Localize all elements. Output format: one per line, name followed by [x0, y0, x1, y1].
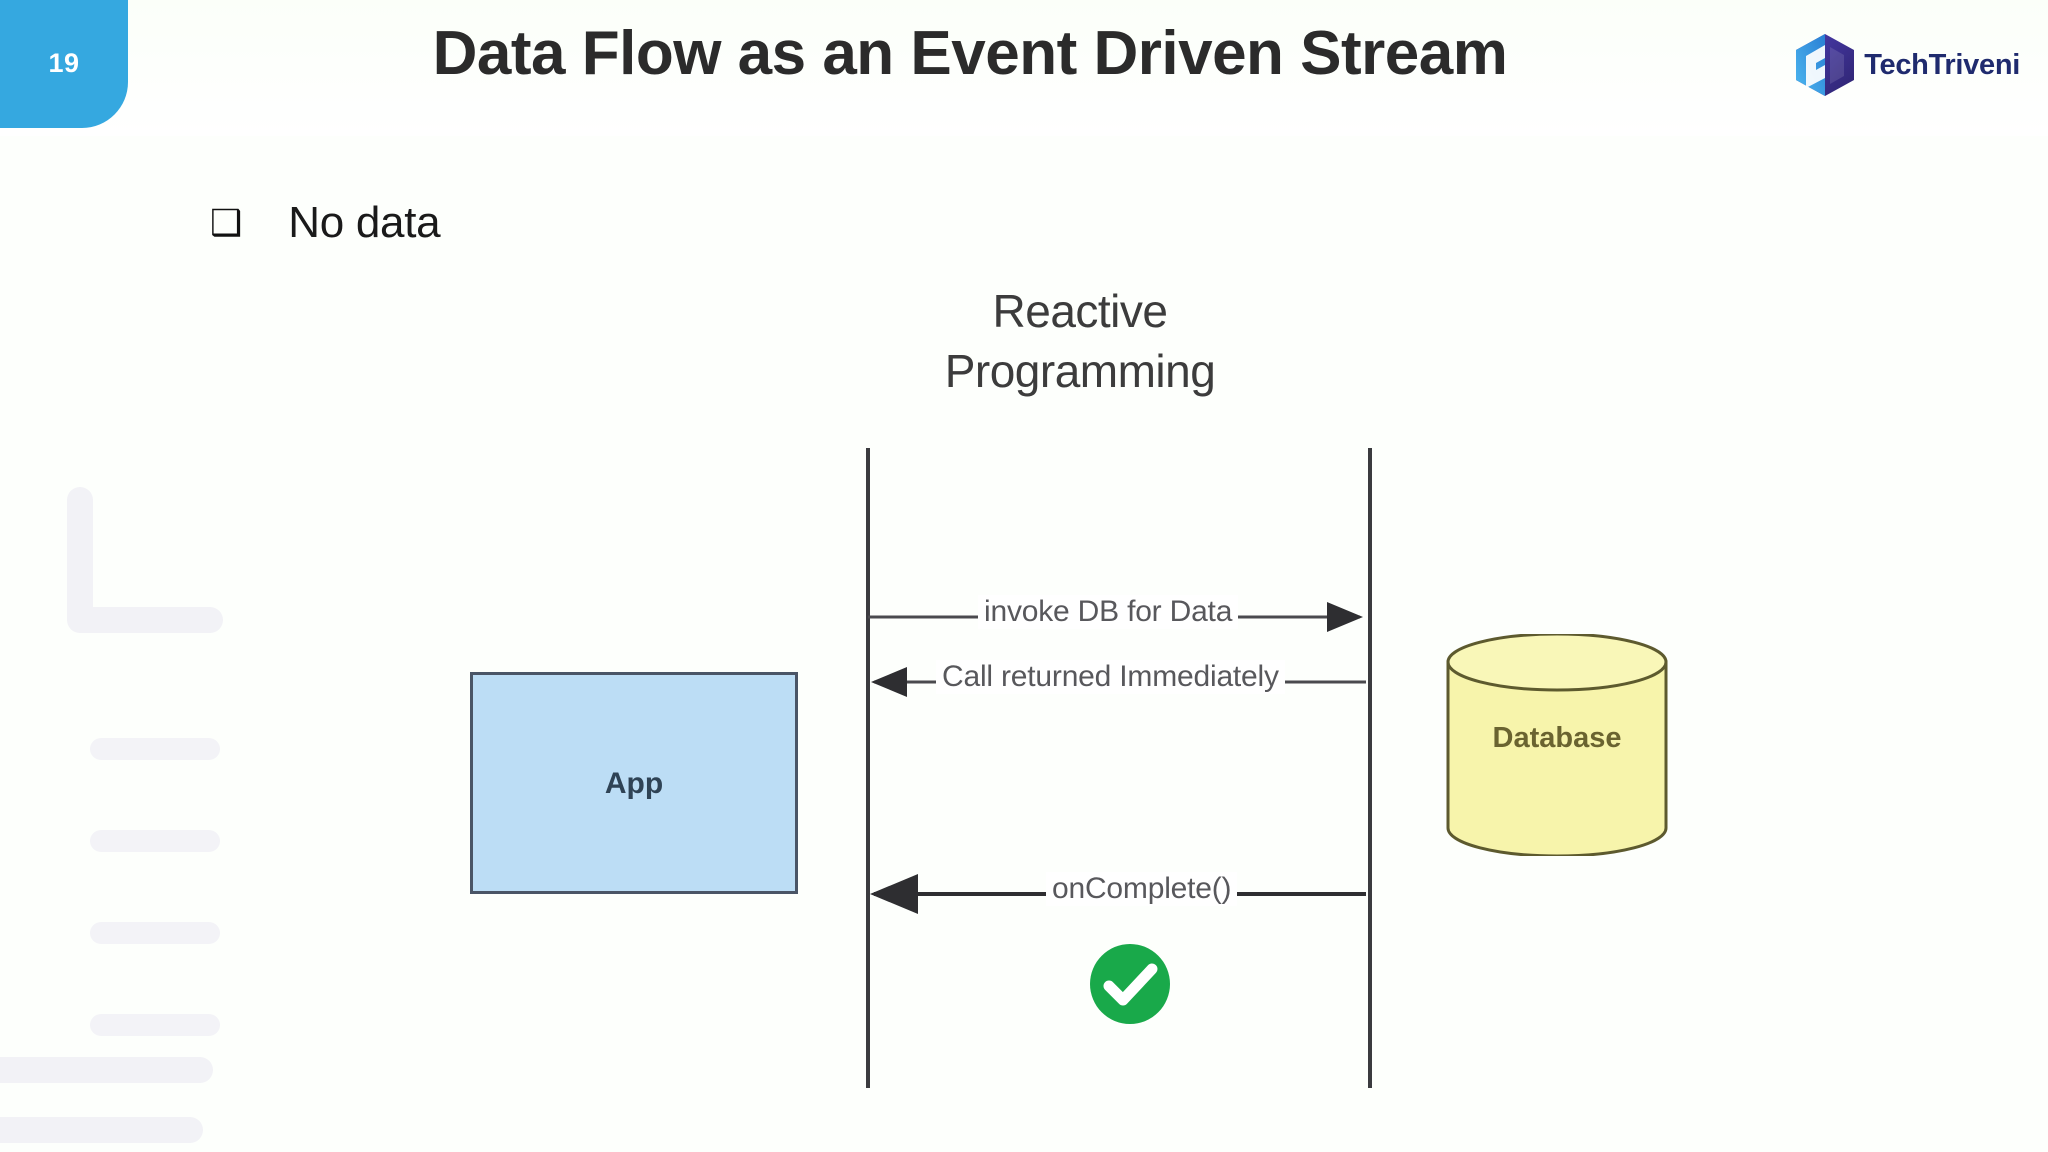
database-cylinder-icon [1446, 632, 1668, 858]
header-band [0, 0, 2048, 136]
brand-name-second: Triveni [1928, 48, 2021, 81]
slide-number-label: 19 [48, 48, 80, 78]
lifeline-app [866, 448, 870, 1088]
brand-logo-text: TechTriveni [1864, 49, 2020, 82]
bullet-square-icon: ❑ [210, 202, 243, 243]
bullet-item-no-data: ❑ No data [210, 198, 441, 248]
message-label-call-returned: Call returned Immediately [936, 660, 1285, 694]
bullet-item-label: No data [288, 198, 441, 247]
diagram-title: Reactive Programming [880, 288, 1280, 394]
techtriveni-hexagon-logo-icon [1796, 34, 1855, 96]
brand-name-first: Tech [1864, 48, 1929, 81]
app-actor-box: App [470, 672, 798, 894]
brand-logo: TechTriveni [1794, 28, 2020, 102]
diagram-title-line2: Programming [944, 345, 1216, 397]
message-label-oncomplete: onComplete() [1046, 872, 1238, 906]
app-actor-label: App [604, 767, 664, 800]
database-actor: Database [1442, 632, 1672, 858]
success-check-icon [1090, 944, 1170, 1024]
page-title: Data Flow as an Event Driven Stream [432, 19, 1508, 88]
diagram-title-line1: Reactive [992, 285, 1168, 337]
database-actor-label: Database [1492, 722, 1622, 754]
slide-number-badge: 19 [0, 0, 128, 128]
message-label-invoke-db: invoke DB for Data [978, 595, 1239, 629]
lifeline-database [1368, 448, 1372, 1088]
